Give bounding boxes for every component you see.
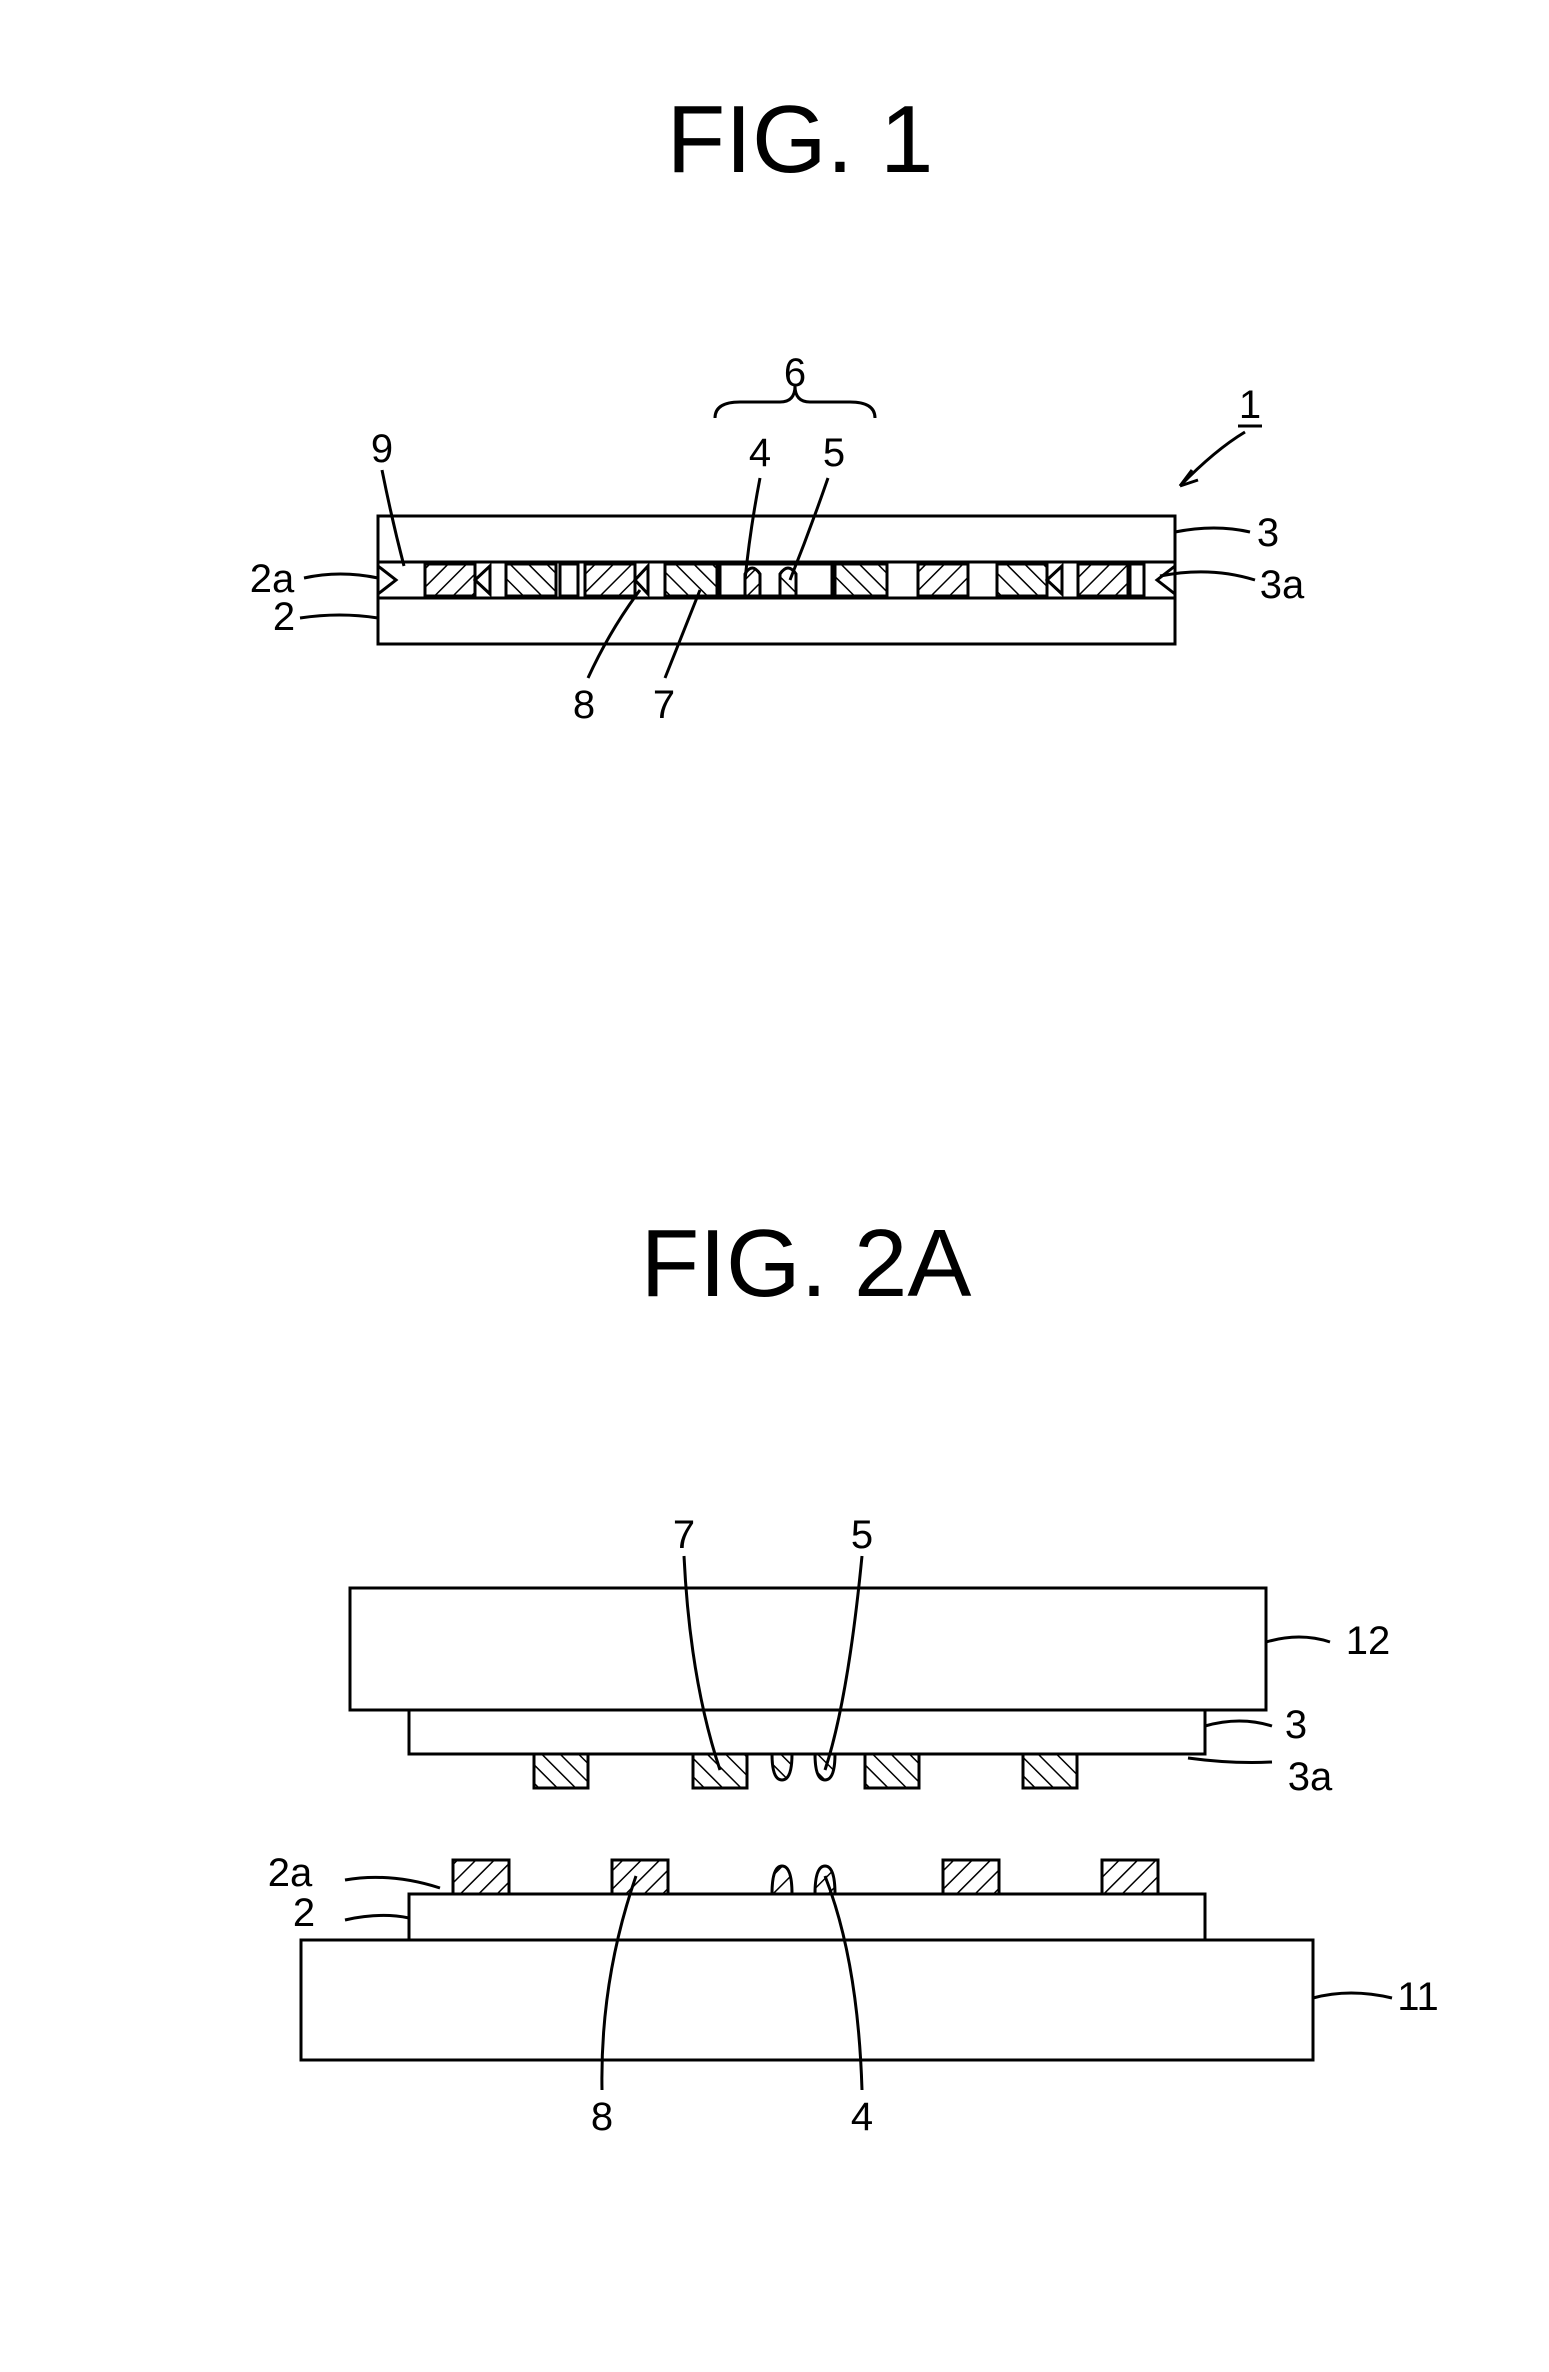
fig1-substrate-3 — [378, 516, 1175, 562]
fig1-label-3a: 3a — [1260, 563, 1305, 607]
fig2a-label-3: 3 — [1285, 1703, 1307, 1747]
figure-2a: FIG. 2A — [268, 1210, 1439, 2139]
fig1-electrode-8 — [918, 564, 968, 596]
fig1-spacer — [635, 566, 648, 594]
fig1-gap-block — [560, 564, 578, 596]
fig2a-label-8: 8 — [591, 2095, 613, 2139]
fig2a-member-12 — [350, 1588, 1266, 1710]
fig2a-electrode-7 — [865, 1754, 919, 1788]
fig2a-label-12: 12 — [1346, 1619, 1391, 1663]
fig2a-label-3a: 3a — [1288, 1755, 1333, 1799]
fig2a-electrode-8 — [943, 1860, 999, 1894]
fig1-substrate-2 — [378, 598, 1175, 644]
fig1-label-4: 4 — [749, 431, 771, 475]
fig1-label-1: 1 — [1239, 383, 1261, 427]
fig1-electrode-7 — [997, 564, 1047, 596]
fig1-electrode-7 — [835, 564, 887, 596]
fig1-seal-right — [1157, 566, 1175, 594]
fig1-electrode-7 — [665, 564, 717, 596]
fig2a-label-11: 11 — [1397, 1975, 1439, 2019]
fig2a-electrode-7 — [534, 1754, 588, 1788]
fig1-electrode-8 — [585, 564, 635, 596]
fig1-label-8: 8 — [573, 683, 595, 727]
fig1-electrode-8 — [425, 564, 475, 596]
fig2a-label-4: 4 — [851, 2095, 873, 2139]
figure-1: FIG. 1 — [250, 86, 1305, 727]
fig1-label-6: 6 — [784, 351, 806, 395]
fig1-electrodes — [425, 564, 1144, 596]
fig2a-label-5: 5 — [851, 1513, 873, 1557]
fig2a-electrode-7 — [693, 1754, 747, 1788]
fig2a-electrode-7 — [1023, 1754, 1077, 1788]
fig2a-label-2a: 2a — [268, 1851, 313, 1895]
fig1-gap-block — [1130, 564, 1144, 596]
fig1-connection-6 — [720, 564, 832, 596]
fig2a-electrode-8 — [612, 1860, 668, 1894]
fig2a-substrate-3 — [409, 1710, 1205, 1754]
fig2a-label-7: 7 — [673, 1513, 695, 1557]
fig1-electrode-8 — [1078, 564, 1128, 596]
fig2a-substrate-2 — [409, 1894, 1205, 1940]
fig2a-stage-11 — [301, 1940, 1313, 2060]
fig1-spacer — [475, 566, 490, 594]
fig2a-electrode-8 — [1102, 1860, 1158, 1894]
fig1-title: FIG. 1 — [667, 86, 934, 193]
fig1-seal-left — [378, 566, 396, 594]
fig1-label-2: 2 — [273, 595, 295, 639]
fig1-label-9: 9 — [371, 427, 393, 471]
fig2a-loop-4 — [772, 1866, 792, 1894]
fig1-label-5: 5 — [823, 431, 845, 475]
fig1-label-7: 7 — [653, 683, 675, 727]
fig1-label-3: 3 — [1257, 511, 1279, 555]
fig1-spacer — [1047, 566, 1062, 594]
fig1-electrode-7 — [506, 564, 556, 596]
fig2a-label-2: 2 — [293, 1891, 315, 1935]
fig2a-loop-5 — [772, 1754, 792, 1780]
fig2a-title: FIG. 2A — [641, 1210, 972, 1317]
fig2a-electrode-8 — [453, 1860, 509, 1894]
